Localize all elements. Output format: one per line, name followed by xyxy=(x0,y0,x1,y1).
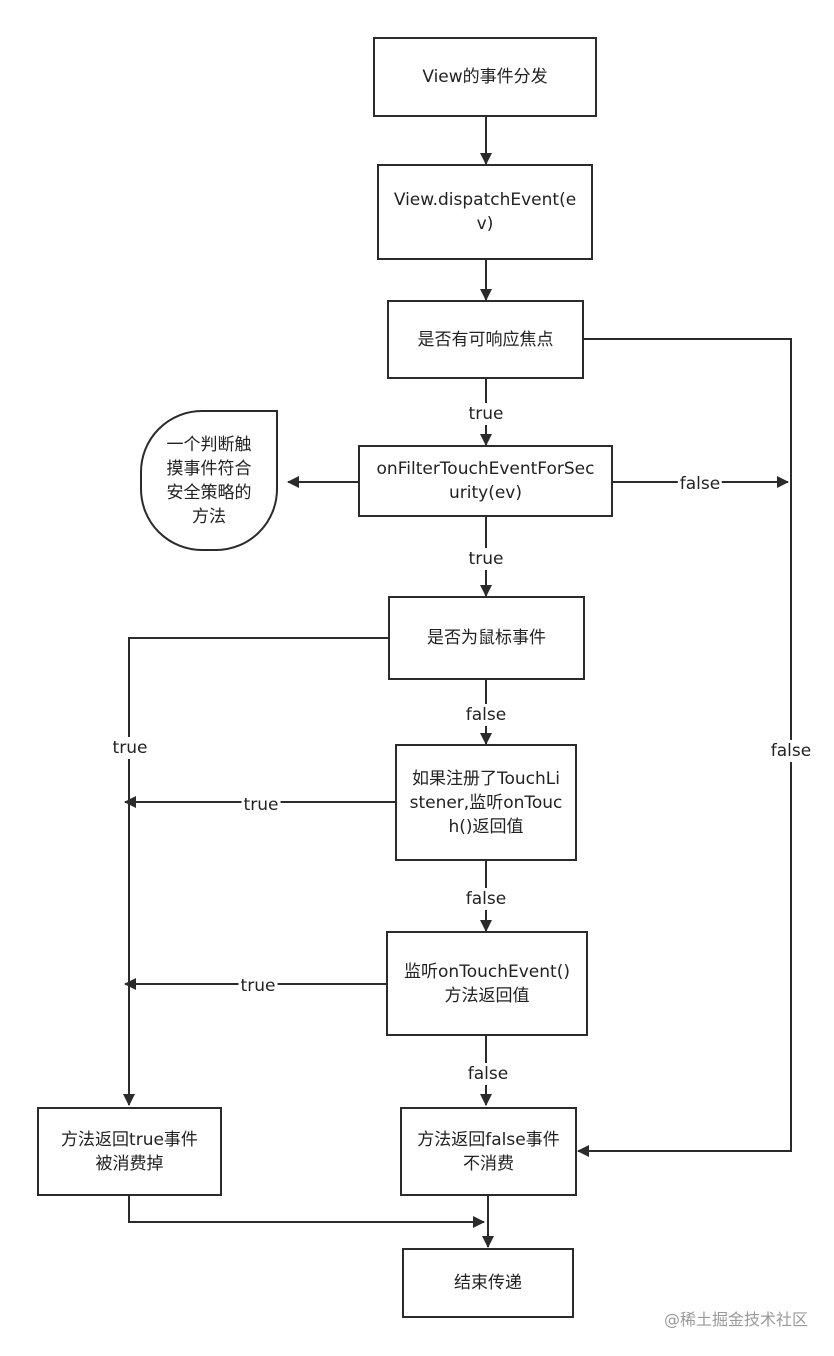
node-on-touch-event: 监听onTouchEvent()方法返回值 xyxy=(386,931,588,1036)
edge-label-listener-false: false xyxy=(463,888,509,910)
node-end-delivery: 结束传递 xyxy=(402,1248,574,1318)
edge-label-mouse-false: false xyxy=(463,704,509,726)
edge-mouse-true-to-return-true xyxy=(123,637,388,1106)
node-is-mouse-event: 是否为鼠标事件 xyxy=(388,596,585,680)
watermark: @稀土掘金技术社区 xyxy=(663,1310,808,1329)
edge-return-true-to-end xyxy=(128,1196,485,1228)
edge-label-focus-true: true xyxy=(466,403,506,425)
edge-label-filter-true: true xyxy=(466,548,506,570)
node-filter-touch-security: onFilterTouchEventForSecurity(ev) xyxy=(358,445,613,517)
edge-label-touch-event-false: false xyxy=(465,1063,511,1085)
edge-label-filter-false: false xyxy=(677,473,723,495)
node-has-focus: 是否有可响应焦点 xyxy=(387,300,584,379)
edge-label-touch-event-true: true xyxy=(238,975,278,997)
node-security-note: 一个判断触摸事件符合安全策略的方法 xyxy=(140,410,278,551)
edge-label-mouse-true: true xyxy=(110,737,150,759)
node-touch-listener: 如果注册了TouchListener,监听onTouch()返回值 xyxy=(395,744,577,861)
node-return-false: 方法返回false事件不消费 xyxy=(400,1107,577,1196)
edge-label-listener-true: true xyxy=(241,794,281,816)
node-view-event-dispatch: View的事件分发 xyxy=(373,37,597,117)
edge-label-right-false: false xyxy=(768,740,814,762)
node-dispatch-event: View.dispatchEvent(ev) xyxy=(377,164,593,260)
node-return-true: 方法返回true事件被消费掉 xyxy=(37,1107,222,1196)
